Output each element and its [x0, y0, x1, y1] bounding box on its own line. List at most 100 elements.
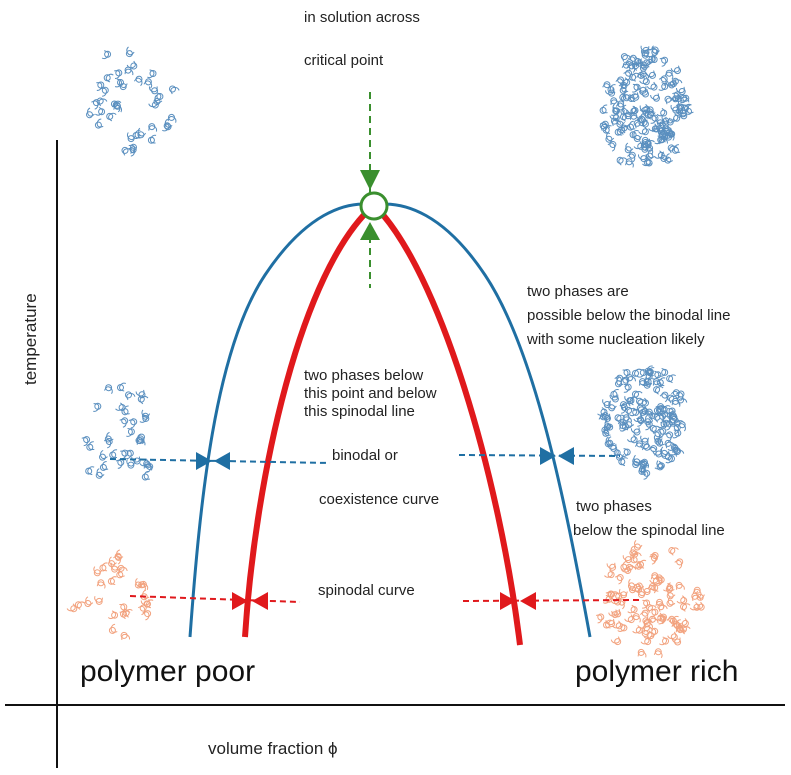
polymer-cluster-icon — [606, 400, 618, 413]
critical-point-circle-icon — [359, 191, 389, 221]
top-line-2: critical point — [304, 52, 384, 69]
polymer-cluster-icon — [117, 415, 131, 429]
polymer-cluster-icon — [605, 559, 619, 573]
right-note-2: below the spinodal line — [573, 522, 725, 539]
spinodal-arrow-right-b-icon — [520, 592, 536, 610]
polymer-cluster-icon — [66, 601, 79, 614]
polymer-cluster-icon — [630, 424, 643, 437]
polymer-cluster-icon — [607, 607, 621, 620]
polymer-cluster-icon — [84, 465, 96, 477]
polymer-cluster-icon — [658, 81, 669, 91]
polymer-cluster-icon — [646, 79, 660, 93]
polymer-cluster-icon — [105, 111, 117, 122]
polymer-cluster-icon — [598, 103, 611, 116]
polymer-cluster-icon — [112, 548, 126, 562]
polymer-cluster-icon — [119, 404, 133, 418]
polymer-cluster-icon — [107, 609, 119, 620]
spinodal-arrow-left-b-icon — [252, 592, 268, 610]
polymer-cluster-icon — [116, 382, 128, 393]
polymer-cluster-icon — [97, 84, 111, 98]
polymer-cluster-icon — [673, 580, 686, 594]
polymer-cluster-icon — [84, 107, 97, 120]
binodal-arrow-left-b-icon — [214, 452, 230, 470]
polymer-cluster-icon — [103, 384, 113, 395]
spinodal-note-2: this point and below — [304, 385, 437, 402]
polymer-cluster-icon — [73, 599, 86, 611]
polymer-cluster-icon — [632, 539, 644, 552]
critical-arrow-down-icon — [360, 170, 380, 190]
polymer-cluster-icon — [92, 565, 103, 577]
binodal-label-2: coexistence curve — [319, 491, 439, 508]
top-line-1: in solution across — [304, 9, 420, 26]
polymer-cluster-sparse-blue-top-left — [84, 46, 181, 158]
binodal-label-1: binodal or — [332, 447, 398, 464]
spinodal-curve-label: spinodal curve — [318, 582, 415, 599]
polymer-cluster-icon — [667, 545, 680, 557]
polymer-cluster-icon — [646, 552, 660, 566]
spinodal-arrow-left-a-icon — [232, 592, 248, 610]
polymer-cluster-icon — [666, 374, 677, 384]
polymer-poor-label: polymer poor — [80, 655, 255, 688]
polymer-cluster-icon — [609, 388, 622, 400]
polymer-cluster-icon — [140, 470, 153, 483]
polymer-cluster-icon — [644, 602, 658, 615]
polymer-cluster-icon — [593, 611, 606, 625]
polymer-cluster-dense-orange-bottom-right — [593, 539, 707, 660]
polymer-cluster-icon — [666, 629, 680, 643]
polymer-clusters — [66, 42, 707, 660]
polymer-cluster-icon — [618, 457, 629, 467]
binodal-arrow-left-a-icon — [196, 452, 212, 470]
polymer-cluster-icon — [143, 77, 154, 89]
polymer-cluster-icon — [115, 563, 129, 577]
polymer-cluster-icon — [98, 460, 112, 473]
polymer-cluster-dense-blue-top-right — [597, 42, 697, 169]
critical-arrow-up-icon — [360, 222, 380, 240]
polymer-cluster-icon — [107, 623, 121, 636]
right-note-1: two phases — [576, 498, 652, 515]
polymer-cluster-icon — [107, 575, 119, 587]
polymer-cluster-icon — [612, 572, 626, 586]
binodal-note-2: possible below the binodal line — [527, 307, 730, 324]
spinodal-note-3: this spinodal line — [304, 403, 415, 420]
binodal-arrow-right-b-icon — [558, 447, 574, 465]
polymer-cluster-icon — [610, 634, 624, 647]
polymer-cluster-icon — [664, 69, 674, 80]
polymer-cluster-icon — [640, 626, 651, 638]
polymer-cluster-icon — [123, 389, 136, 403]
spinodal-arrow-right-a-icon — [500, 592, 516, 610]
polymer-cluster-icon — [93, 79, 106, 92]
polymer-cluster-dense-blue-mid-right — [596, 364, 688, 481]
binodal-pointer-right — [458, 454, 621, 457]
x-axis-label: volume fraction ϕ — [208, 739, 338, 758]
polymer-cluster-icon — [627, 604, 639, 615]
polymer-cluster-sparse-blue-mid-left — [78, 382, 155, 483]
spinodal-pointer-right — [462, 599, 641, 602]
polymer-cluster-icon — [608, 96, 620, 109]
polymer-cluster-icon — [654, 460, 666, 471]
polymer-cluster-icon — [601, 397, 613, 409]
spinodal-note-1: two phases below — [304, 367, 423, 384]
polymer-cluster-icon — [664, 595, 678, 609]
polymer-cluster-icon — [672, 556, 686, 570]
polymer-cluster-icon — [167, 83, 181, 97]
polymer-cluster-icon — [93, 117, 107, 131]
polymer-cluster-icon — [658, 636, 670, 646]
polymer-cluster-icon — [111, 552, 124, 565]
polymer-cluster-icon — [96, 578, 106, 590]
polymer-cluster-icon — [133, 74, 144, 87]
polymer-cluster-icon — [103, 73, 114, 83]
polymer-cluster-icon — [124, 426, 136, 438]
spinodal-pointer-left — [129, 595, 301, 603]
polymer-cluster-icon — [111, 67, 124, 80]
polymer-cluster-icon — [82, 595, 95, 609]
polymer-cluster-icon — [653, 149, 666, 161]
polymer-cluster-icon — [97, 449, 110, 463]
polymer-cluster-icon — [689, 600, 702, 613]
polymer-cluster-icon — [93, 594, 105, 606]
polymer-cluster-icon — [649, 90, 662, 104]
polymer-cluster-icon — [656, 54, 670, 68]
polymer-cluster-icon — [146, 122, 158, 134]
polymer-cluster-icon — [146, 68, 157, 79]
polymer-cluster-icon — [126, 416, 139, 429]
y-axis-label: temperature — [21, 293, 40, 385]
